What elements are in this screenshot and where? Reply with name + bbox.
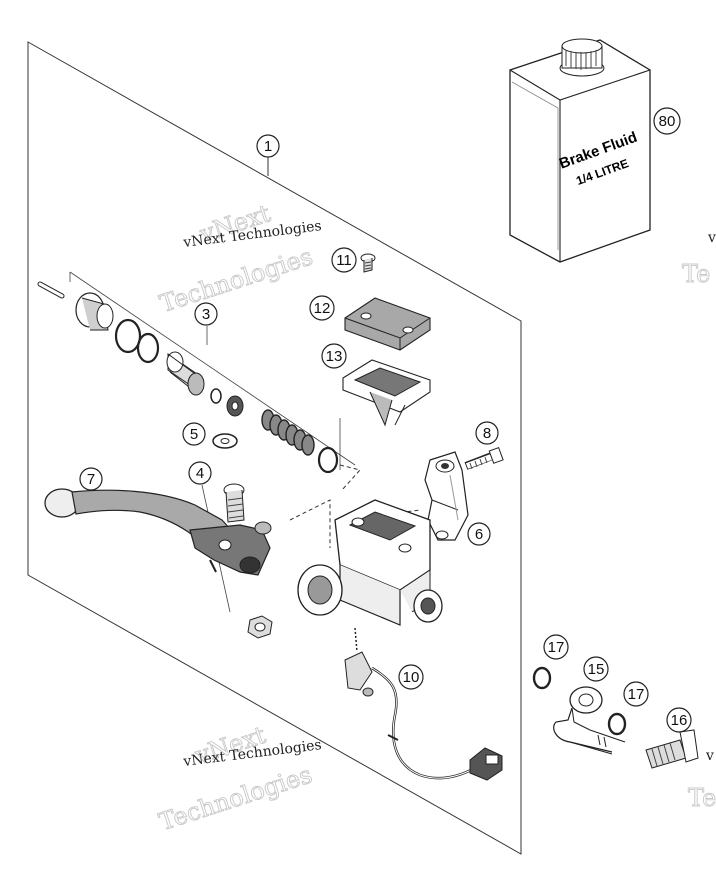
callout-10: 10 xyxy=(398,664,424,690)
callout-13: 13 xyxy=(321,343,347,369)
brake-fluid-can: Brake Fluid 1/4 LITRE xyxy=(509,38,651,263)
part-lever-7 xyxy=(44,488,272,576)
callout-6: 6 xyxy=(467,522,491,546)
svg-text:Technologies: Technologies xyxy=(156,242,316,318)
callout-11: 11 xyxy=(331,247,357,273)
watermark-4: Te xyxy=(688,784,716,813)
callouts: 1 3 4 5 6 7 8 10 11 12 13 15 16 17 17 80 xyxy=(79,107,692,733)
watermark-text-4: v xyxy=(705,748,714,764)
svg-text:5: 5 xyxy=(190,426,198,443)
callout-80: 80 xyxy=(653,107,681,135)
part-cover-12 xyxy=(344,297,431,351)
callout-17a: 17 xyxy=(543,634,569,660)
part-banjo-hose-15 xyxy=(553,686,626,755)
callout-17b: 17 xyxy=(623,681,649,707)
part-banjo-bolt-16 xyxy=(645,729,699,769)
svg-text:Te: Te xyxy=(682,260,710,288)
callout-15: 15 xyxy=(583,656,609,682)
svg-text:4: 4 xyxy=(196,465,204,482)
part-screw-11 xyxy=(360,253,376,273)
svg-text:15: 15 xyxy=(588,661,605,678)
callout-4: 4 xyxy=(188,461,212,485)
watermark-1: vNext Technologies xyxy=(156,199,317,319)
svg-text:Te: Te xyxy=(688,784,716,812)
part-diaphragm-13 xyxy=(342,359,431,427)
callout-3: 3 xyxy=(194,302,218,326)
watermark-2: vNext Technologies xyxy=(155,720,316,836)
assembly-panel xyxy=(27,41,522,855)
svg-text:13: 13 xyxy=(326,348,343,365)
svg-text:1: 1 xyxy=(264,138,272,155)
part-washer-5 xyxy=(212,433,238,449)
svg-text:Technologies: Technologies xyxy=(156,760,316,836)
svg-text:17: 17 xyxy=(628,686,645,703)
watermark-text-3: v xyxy=(707,230,716,246)
callout-7: 7 xyxy=(79,467,103,491)
part-switch-10 xyxy=(344,627,503,781)
master-cylinder-body xyxy=(297,499,443,626)
svg-text:17: 17 xyxy=(548,639,565,656)
svg-text:8: 8 xyxy=(483,425,491,442)
part-washer-17a xyxy=(532,666,552,690)
part-piston-kit-3 xyxy=(37,271,356,474)
svg-text:11: 11 xyxy=(336,252,352,269)
callout-16: 16 xyxy=(666,707,692,733)
svg-text:3: 3 xyxy=(202,306,210,323)
svg-text:6: 6 xyxy=(475,526,483,543)
callout-1: 1 xyxy=(256,134,280,158)
part-washer-17b xyxy=(607,712,627,736)
svg-text:16: 16 xyxy=(671,712,688,729)
part-bolt-8 xyxy=(464,447,504,470)
callout-8: 8 xyxy=(475,421,499,445)
part-clamp-6 xyxy=(424,451,469,541)
watermark-3: Te xyxy=(682,260,711,289)
svg-text:12: 12 xyxy=(314,300,331,317)
callout-12: 12 xyxy=(309,295,335,321)
svg-text:10: 10 xyxy=(403,669,420,686)
svg-text:7: 7 xyxy=(87,471,95,488)
svg-text:80: 80 xyxy=(659,113,676,130)
callout-5: 5 xyxy=(182,422,206,446)
